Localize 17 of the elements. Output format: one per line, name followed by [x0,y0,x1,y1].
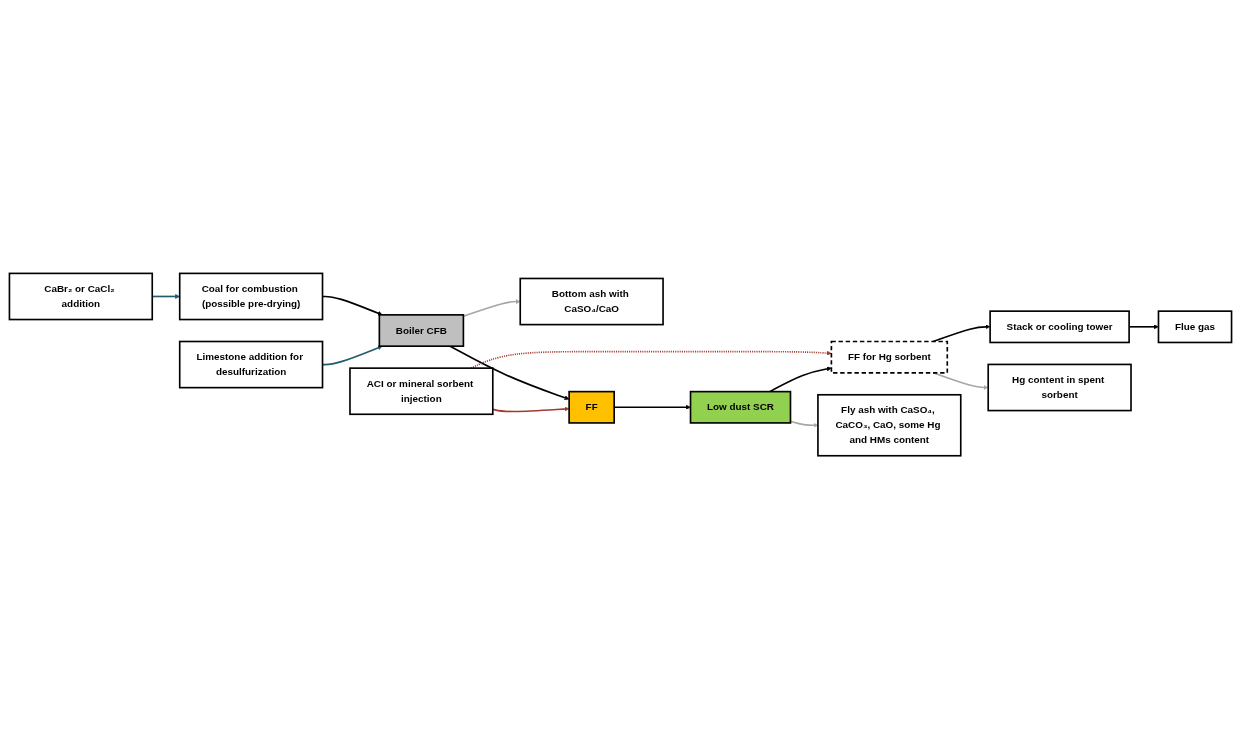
node-box: Hg content in spent sorbent [987,363,1132,412]
node-box: Low dust SCR [689,390,792,424]
arrow [449,345,570,400]
node-box: ACI or mineral sorbent injection [349,367,494,416]
arrow [768,366,832,393]
node-box: Stack or cooling tower [989,310,1130,344]
node-box: FF [568,390,615,424]
arrow [932,324,991,343]
node-box: Fly ash with CaSO₄, CaCO₃, CaO, some Hg and HMs content [817,393,962,457]
node-box: FF for Hg sorbent [830,340,949,374]
node-box: Boiler CFB [378,313,465,347]
node-box: Limestone addition for desulfurization [178,340,324,389]
node-box: Bottom ash with CaSO₄/CaO [519,277,664,326]
node-box: CaBr₂ or CaCl₂ addition [8,272,154,321]
arrow [470,350,832,369]
node-box: Coal for combustion (possible pre-drying) [178,272,324,321]
node-box: Flue gas [1157,310,1233,344]
